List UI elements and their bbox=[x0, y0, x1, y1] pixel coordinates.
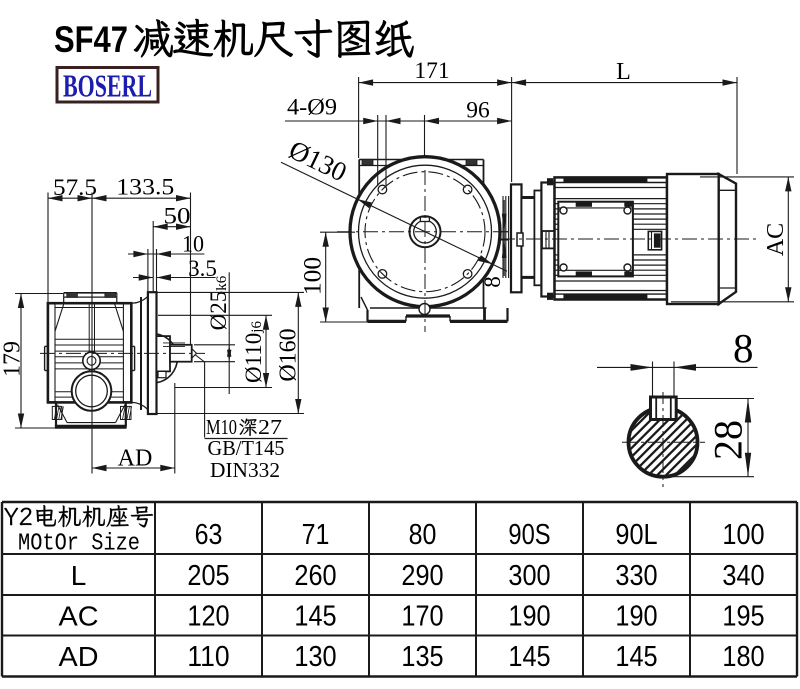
svg-text:M10: M10 bbox=[206, 415, 237, 439]
svg-text:L: L bbox=[71, 560, 87, 591]
svg-text:170: 170 bbox=[401, 601, 443, 633]
svg-text:100: 100 bbox=[298, 257, 327, 295]
svg-text:190: 190 bbox=[508, 601, 550, 633]
svg-text:28: 28 bbox=[706, 420, 751, 460]
svg-text:195: 195 bbox=[722, 601, 764, 633]
svg-text:57.5: 57.5 bbox=[53, 175, 97, 200]
svg-text:130: 130 bbox=[294, 641, 336, 673]
svg-text:90L: 90L bbox=[615, 519, 657, 551]
svg-text:63: 63 bbox=[195, 519, 223, 551]
svg-text:290: 290 bbox=[401, 560, 443, 592]
svg-text:80: 80 bbox=[409, 519, 437, 551]
svg-text:110: 110 bbox=[187, 641, 229, 673]
svg-text:4-Ø9: 4-Ø9 bbox=[287, 95, 337, 121]
svg-text:DIN332: DIN332 bbox=[210, 458, 280, 482]
svg-text:340: 340 bbox=[722, 560, 764, 592]
svg-text:171: 171 bbox=[414, 58, 449, 84]
svg-text:205: 205 bbox=[187, 560, 229, 592]
svg-text:180: 180 bbox=[722, 641, 764, 673]
svg-text:AD: AD bbox=[118, 446, 153, 472]
svg-text:96: 96 bbox=[466, 98, 490, 124]
svg-text:90S: 90S bbox=[508, 519, 550, 551]
svg-text:8: 8 bbox=[480, 276, 505, 288]
svg-text:Ø160: Ø160 bbox=[276, 328, 302, 381]
svg-text:145: 145 bbox=[294, 601, 336, 633]
svg-text:8: 8 bbox=[733, 325, 754, 371]
svg-text:145: 145 bbox=[615, 641, 657, 673]
svg-text:190: 190 bbox=[615, 601, 657, 633]
svg-text:27: 27 bbox=[258, 415, 282, 439]
svg-text:SF47: SF47 bbox=[54, 19, 128, 60]
svg-text:71: 71 bbox=[302, 519, 330, 551]
svg-text:135: 135 bbox=[401, 641, 443, 673]
svg-text:GB/T145: GB/T145 bbox=[208, 436, 285, 460]
svg-text:120: 120 bbox=[187, 601, 229, 633]
svg-text:330: 330 bbox=[615, 560, 657, 592]
svg-text:260: 260 bbox=[294, 560, 336, 592]
svg-text:145: 145 bbox=[508, 641, 550, 673]
svg-text:MOtOr Size: MOtOr Size bbox=[18, 531, 140, 558]
svg-text:AC: AC bbox=[59, 601, 99, 632]
svg-text:BOSERL: BOSERL bbox=[63, 68, 152, 104]
svg-text:AD: AD bbox=[59, 641, 99, 672]
svg-text:10: 10 bbox=[182, 232, 204, 257]
svg-text:50: 50 bbox=[164, 204, 191, 229]
svg-text:133.5: 133.5 bbox=[116, 175, 174, 200]
svg-text:3.5: 3.5 bbox=[188, 256, 217, 281]
svg-text:300: 300 bbox=[508, 560, 550, 592]
svg-text:AC: AC bbox=[763, 223, 789, 256]
svg-text:100: 100 bbox=[722, 519, 764, 551]
svg-text:L: L bbox=[616, 59, 631, 85]
svg-text:179: 179 bbox=[0, 341, 26, 377]
